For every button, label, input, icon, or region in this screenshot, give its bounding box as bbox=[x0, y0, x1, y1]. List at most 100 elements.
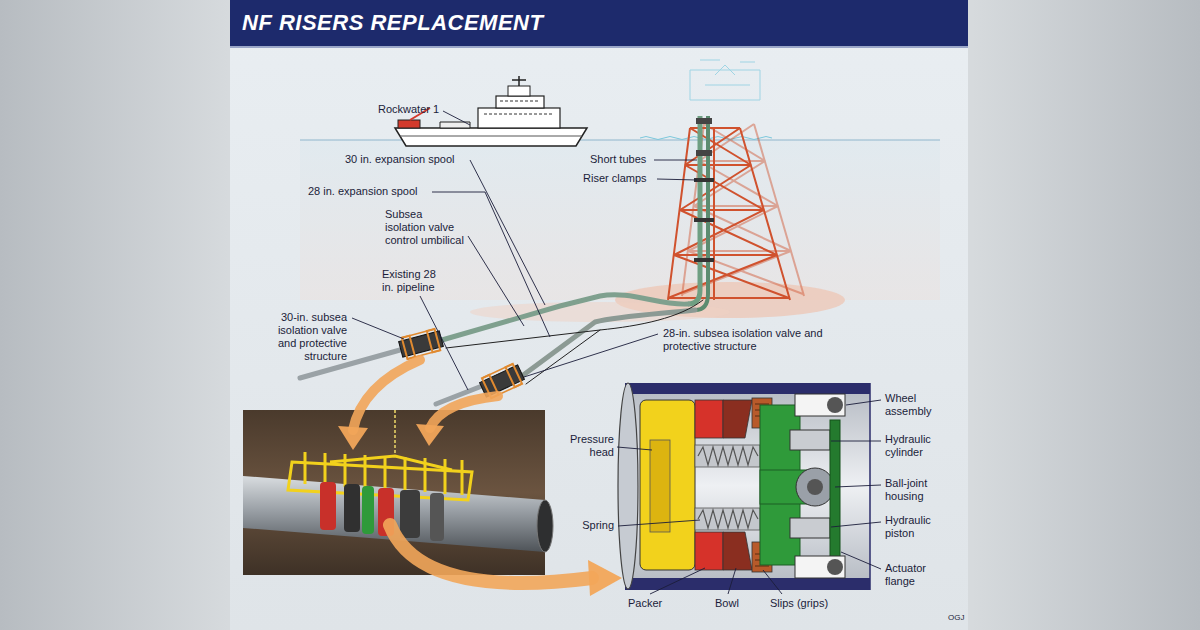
tool-cutaway bbox=[698, 510, 758, 528]
tool-cutaway bbox=[790, 518, 830, 538]
risers bbox=[695, 116, 708, 310]
platform-topside bbox=[700, 60, 755, 85]
callout-label: 28-in. subsea isolation valve and protec… bbox=[663, 327, 823, 353]
risers bbox=[694, 218, 714, 222]
risers bbox=[696, 150, 712, 156]
leader-lines bbox=[468, 236, 524, 326]
tool-cutaway bbox=[625, 394, 870, 578]
ship bbox=[496, 96, 544, 108]
inset-photo bbox=[243, 410, 545, 575]
tool-cutaway bbox=[618, 383, 638, 589]
tool-cutaway bbox=[625, 383, 870, 394]
tool-cutaway bbox=[723, 532, 752, 570]
ship bbox=[512, 76, 526, 86]
pipelines bbox=[526, 330, 600, 384]
inset-photo bbox=[394, 410, 396, 455]
panel bbox=[230, 0, 968, 630]
tool-cutaway bbox=[790, 430, 830, 450]
callout-label: Slips (grips) bbox=[770, 597, 850, 610]
transfer-arrow bbox=[353, 360, 420, 430]
arrowhead bbox=[588, 560, 622, 596]
tool-cutaway bbox=[796, 468, 834, 506]
callout-label: Bowl bbox=[715, 597, 755, 610]
tool-cutaway bbox=[650, 440, 670, 532]
isolation-valve bbox=[480, 365, 525, 397]
risers bbox=[688, 116, 700, 304]
leader-lines bbox=[846, 400, 881, 405]
pipelines bbox=[442, 295, 688, 340]
isolation-valve bbox=[506, 364, 523, 387]
risers bbox=[688, 116, 714, 310]
tool-cutaway bbox=[827, 397, 843, 413]
callout-label: Existing 28 in. pipeline bbox=[382, 268, 444, 294]
leader-lines bbox=[443, 111, 470, 125]
inset-photo bbox=[330, 456, 452, 470]
tool-cutaway bbox=[618, 383, 870, 590]
callout-label: Actuator flange bbox=[885, 562, 957, 588]
ship bbox=[398, 120, 420, 128]
leader-lines bbox=[524, 334, 658, 377]
leader-lines bbox=[650, 568, 705, 594]
tool-cutaway bbox=[827, 559, 843, 575]
tool-cutaway bbox=[795, 394, 845, 416]
callout-label: 30 in. expansion spool bbox=[345, 153, 475, 166]
callout-label: Pressure head bbox=[556, 433, 614, 459]
leader-lines bbox=[835, 485, 881, 487]
leader-lines bbox=[654, 160, 697, 161]
tool-cutaway bbox=[807, 479, 823, 495]
callout-label: OGJ bbox=[948, 613, 966, 623]
leader-lines bbox=[841, 552, 881, 569]
sea bbox=[300, 140, 940, 300]
tool-cutaway bbox=[869, 383, 871, 590]
callout-label: Hydraulic piston bbox=[885, 514, 957, 540]
ship bbox=[484, 101, 554, 114]
inset-photo bbox=[362, 486, 374, 534]
leader-lines bbox=[657, 179, 697, 180]
callout-label: Riser clamps bbox=[583, 172, 658, 185]
callout-label: Hydraulic cylinder bbox=[885, 433, 957, 459]
arrowhead bbox=[338, 426, 368, 450]
inset-photo bbox=[320, 482, 336, 530]
inset-photo bbox=[537, 500, 553, 552]
callout-label: Subsea isolation valve control umbilical bbox=[385, 208, 465, 247]
leader-lines bbox=[728, 568, 736, 594]
tool-cutaway bbox=[695, 400, 723, 438]
tool-cutaway bbox=[698, 447, 758, 465]
tool-cutaway bbox=[795, 556, 845, 578]
platform-topside bbox=[715, 65, 735, 75]
transfer-arrow bbox=[430, 396, 498, 428]
jacket bbox=[668, 128, 790, 298]
callout-label: Wheel assembly bbox=[885, 392, 957, 418]
inset-photo bbox=[400, 490, 420, 538]
callout-label: Ball-joint housing bbox=[885, 477, 957, 503]
arrowhead bbox=[416, 424, 444, 446]
title-text: NF RISERS REPLACEMENT bbox=[242, 10, 543, 36]
arrowhead bbox=[338, 424, 622, 596]
panel bbox=[230, 46, 968, 48]
leader-lines bbox=[763, 570, 782, 594]
callout-label: Short tubes bbox=[590, 153, 660, 166]
transfer-arrow bbox=[353, 360, 592, 583]
leader-lines bbox=[831, 441, 881, 442]
inset-photo bbox=[344, 484, 360, 532]
leader-lines bbox=[617, 447, 652, 450]
callout-label: Rockwater 1 bbox=[378, 103, 458, 116]
jacket bbox=[668, 124, 804, 300]
callout-label: 30-in. subsea isolation valve and protec… bbox=[257, 311, 347, 363]
tool-cutaway bbox=[723, 400, 752, 438]
ship bbox=[400, 136, 582, 137]
tool-cutaway bbox=[640, 400, 695, 570]
ship bbox=[508, 86, 530, 96]
risers bbox=[696, 118, 712, 124]
isolation-valve bbox=[402, 329, 441, 359]
leader-lines bbox=[352, 111, 697, 390]
tool-cutaway bbox=[695, 532, 723, 570]
inset-photo bbox=[430, 493, 444, 541]
jacket bbox=[668, 128, 789, 298]
platform-topside bbox=[690, 60, 760, 100]
callout-label: 28 in. expansion spool bbox=[308, 185, 438, 198]
leader-lines bbox=[352, 318, 404, 339]
leader-lines bbox=[617, 400, 881, 594]
jacket bbox=[668, 128, 790, 300]
